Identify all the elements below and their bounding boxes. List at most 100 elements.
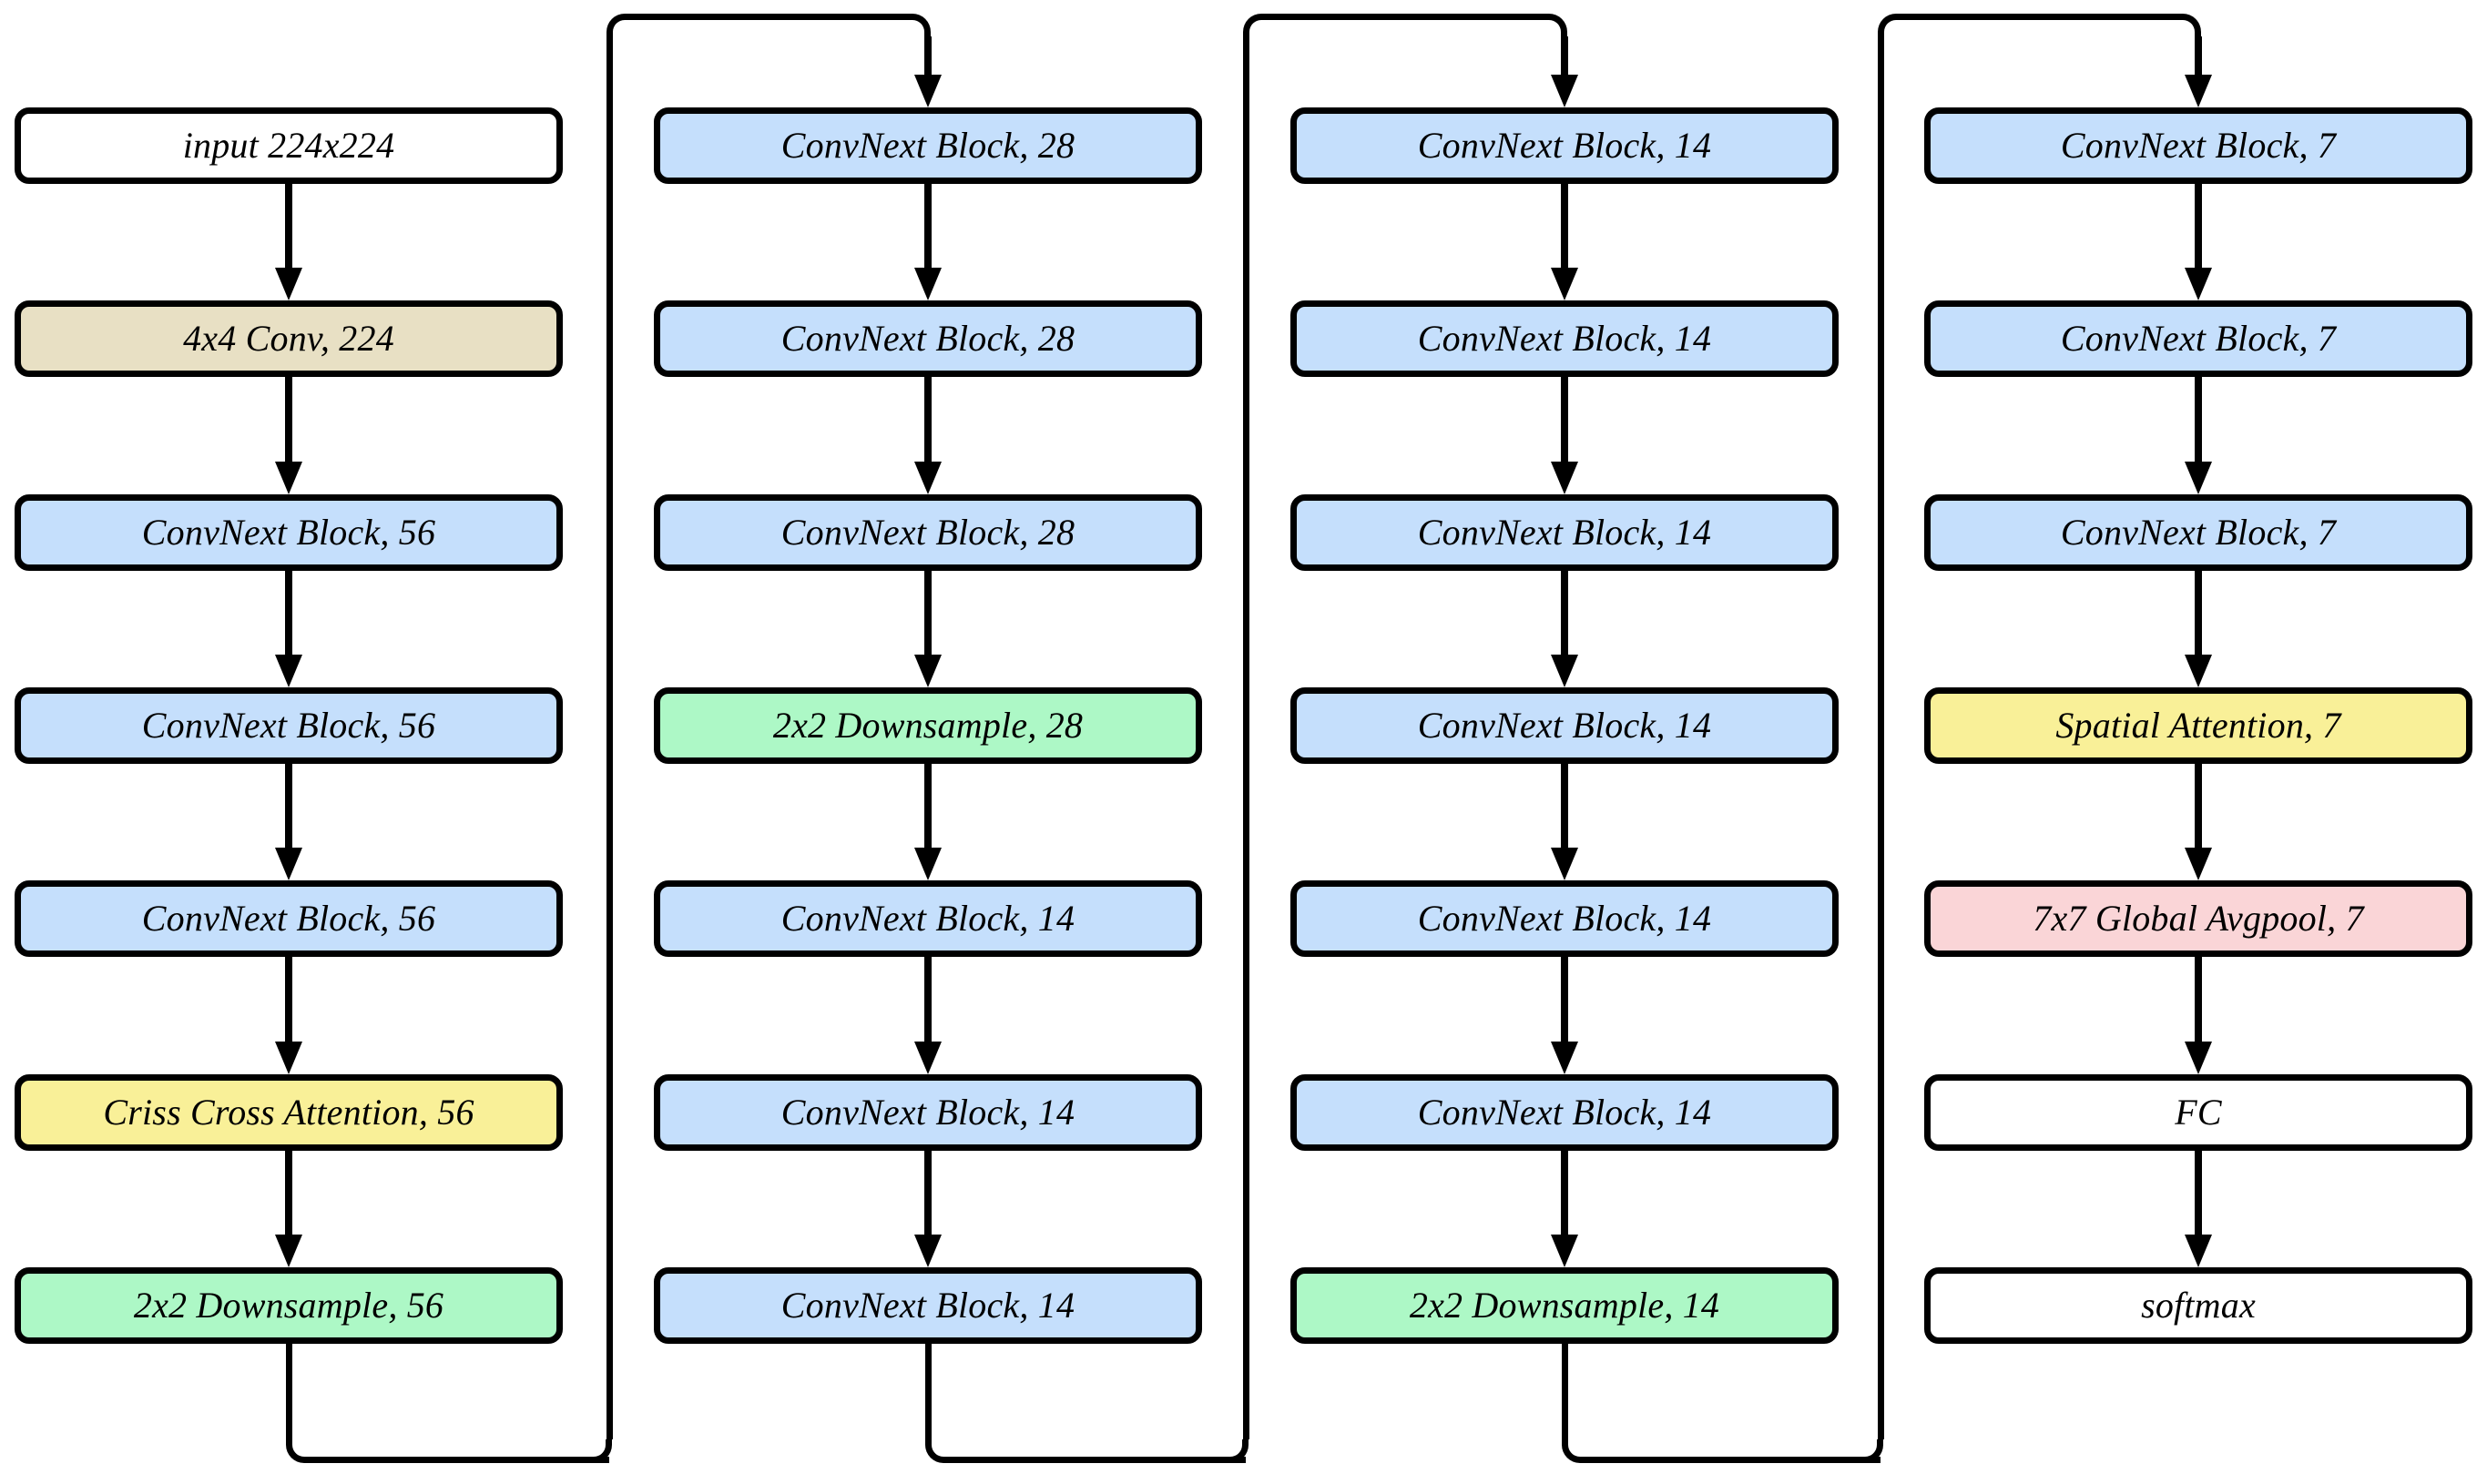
arrow-shaft xyxy=(2195,571,2202,655)
arrow-head xyxy=(1551,75,1578,107)
connector-segment xyxy=(606,36,613,1439)
arrow-head xyxy=(275,1042,302,1074)
arrow-shaft xyxy=(924,377,932,462)
connector-segment xyxy=(1878,36,1884,1439)
arrow-shaft xyxy=(285,377,292,462)
arrow-shaft xyxy=(2195,1151,2202,1235)
arrow-head xyxy=(2185,1235,2212,1267)
node-stage-3-5[interactable]: ConvNext Block, 14 xyxy=(1290,880,1839,957)
arrow-shaft xyxy=(1561,36,1568,75)
node-label: ConvNext Block, 14 xyxy=(1417,705,1712,746)
connector-segment xyxy=(286,1439,310,1463)
arrow-head xyxy=(914,75,942,107)
connector-segment xyxy=(1243,36,1249,1439)
node-stage-3-2[interactable]: ConvNext Block, 14 xyxy=(1290,300,1839,377)
arrow-head xyxy=(2185,268,2212,300)
node-label: ConvNext Block, 14 xyxy=(780,1092,1075,1133)
arrow-shaft xyxy=(285,957,292,1042)
node-stage-2-1[interactable]: ConvNext Block, 28 xyxy=(654,107,1202,184)
node-stage-4-3[interactable]: ConvNext Block, 7 xyxy=(1924,494,2472,571)
arrow-head xyxy=(914,1042,942,1074)
arrow-head xyxy=(914,848,942,880)
connector-segment xyxy=(286,1344,292,1439)
arrow-shaft xyxy=(924,36,932,75)
arrow-shaft xyxy=(2195,377,2202,462)
node-stage-4-4[interactable]: Spatial Attention, 7 xyxy=(1924,687,2472,764)
node-stage-3-3[interactable]: ConvNext Block, 14 xyxy=(1290,494,1839,571)
node-stage-2-3[interactable]: ConvNext Block, 28 xyxy=(654,494,1202,571)
connector-segment xyxy=(588,1439,612,1463)
arrow-shaft xyxy=(2195,764,2202,848)
arrow-head xyxy=(914,655,942,687)
connector-segment xyxy=(1562,1344,1568,1439)
node-stage-2-5[interactable]: ConvNext Block, 14 xyxy=(654,880,1202,957)
arrow-head xyxy=(275,848,302,880)
node-label: 2x2 Downsample, 28 xyxy=(772,705,1084,746)
node-label: ConvNext Block, 7 xyxy=(2060,125,2337,166)
node-stage-3-4[interactable]: ConvNext Block, 14 xyxy=(1290,687,1839,764)
node-stage-1-7[interactable]: 2x2 Downsample, 56 xyxy=(15,1267,563,1344)
node-stage-3-1[interactable]: ConvNext Block, 14 xyxy=(1290,107,1839,184)
connector-segment xyxy=(1562,1439,1585,1463)
arrow-head xyxy=(2185,462,2212,494)
arrow-head xyxy=(914,1235,942,1267)
connector-segment xyxy=(1544,14,1567,37)
node-label: FC xyxy=(2175,1092,2222,1133)
node-stage-1-2[interactable]: 4x4 Conv, 224 xyxy=(15,300,563,377)
node-label: ConvNext Block, 14 xyxy=(1417,898,1712,939)
node-stage-2-2[interactable]: ConvNext Block, 28 xyxy=(654,300,1202,377)
arrow-shaft xyxy=(924,571,932,655)
arrow-shaft xyxy=(285,184,292,268)
connector-segment xyxy=(1901,14,2177,20)
node-stage-1-6[interactable]: Criss Cross Attention, 56 xyxy=(15,1074,563,1151)
arrow-shaft xyxy=(1561,184,1568,268)
node-stage-3-6[interactable]: ConvNext Block, 14 xyxy=(1290,1074,1839,1151)
arrow-head xyxy=(1551,1042,1578,1074)
arrow-head xyxy=(1551,848,1578,880)
node-label: ConvNext Block, 7 xyxy=(2060,318,2337,359)
node-stage-4-6[interactable]: FC xyxy=(1924,1074,2472,1151)
node-label: ConvNext Block, 28 xyxy=(780,512,1075,553)
node-label: ConvNext Block, 56 xyxy=(141,705,436,746)
node-stage-4-1[interactable]: ConvNext Block, 7 xyxy=(1924,107,2472,184)
node-stage-4-2[interactable]: ConvNext Block, 7 xyxy=(1924,300,2472,377)
connector-segment xyxy=(925,1344,932,1439)
arrow-head xyxy=(1551,268,1578,300)
node-stage-2-6[interactable]: ConvNext Block, 14 xyxy=(654,1074,1202,1151)
arrow-shaft xyxy=(2195,184,2202,268)
node-label: ConvNext Block, 28 xyxy=(780,318,1075,359)
connector-segment xyxy=(1878,14,1901,37)
arrow-shaft xyxy=(924,957,932,1042)
node-stage-1-5[interactable]: ConvNext Block, 56 xyxy=(15,880,563,957)
node-label: 2x2 Downsample, 14 xyxy=(1409,1285,1720,1326)
node-label: input 224x224 xyxy=(182,125,395,166)
connector-segment xyxy=(907,14,931,37)
arrow-shaft xyxy=(924,764,932,848)
node-stage-4-5[interactable]: 7x7 Global Avgpool, 7 xyxy=(1924,880,2472,957)
node-stage-4-7[interactable]: softmax xyxy=(1924,1267,2472,1344)
connector-segment xyxy=(949,1457,1246,1463)
node-stage-3-7[interactable]: 2x2 Downsample, 14 xyxy=(1290,1267,1839,1344)
node-label: ConvNext Block, 14 xyxy=(1417,1092,1712,1133)
node-stage-1-3[interactable]: ConvNext Block, 56 xyxy=(15,494,563,571)
arrow-shaft xyxy=(924,184,932,268)
node-label: 2x2 Downsample, 56 xyxy=(133,1285,444,1326)
node-label: ConvNext Block, 14 xyxy=(1417,125,1712,166)
arrow-head xyxy=(2185,848,2212,880)
arrow-head xyxy=(275,462,302,494)
node-stage-1-4[interactable]: ConvNext Block, 56 xyxy=(15,687,563,764)
node-stage-2-4[interactable]: 2x2 Downsample, 28 xyxy=(654,687,1202,764)
node-stage-1-1[interactable]: input 224x224 xyxy=(15,107,563,184)
arrow-head xyxy=(2185,1042,2212,1074)
node-label: ConvNext Block, 7 xyxy=(2060,512,2337,553)
arrow-shaft xyxy=(285,1151,292,1235)
arrow-shaft xyxy=(1561,1151,1568,1235)
node-label: ConvNext Block, 14 xyxy=(1417,512,1712,553)
arrow-head xyxy=(1551,1235,1578,1267)
arrow-head xyxy=(2185,75,2212,107)
arrow-shaft xyxy=(1561,957,1568,1042)
arrow-head xyxy=(914,462,942,494)
connector-segment xyxy=(1860,1439,1883,1463)
node-stage-2-7[interactable]: ConvNext Block, 14 xyxy=(654,1267,1202,1344)
arrow-shaft xyxy=(924,1151,932,1235)
